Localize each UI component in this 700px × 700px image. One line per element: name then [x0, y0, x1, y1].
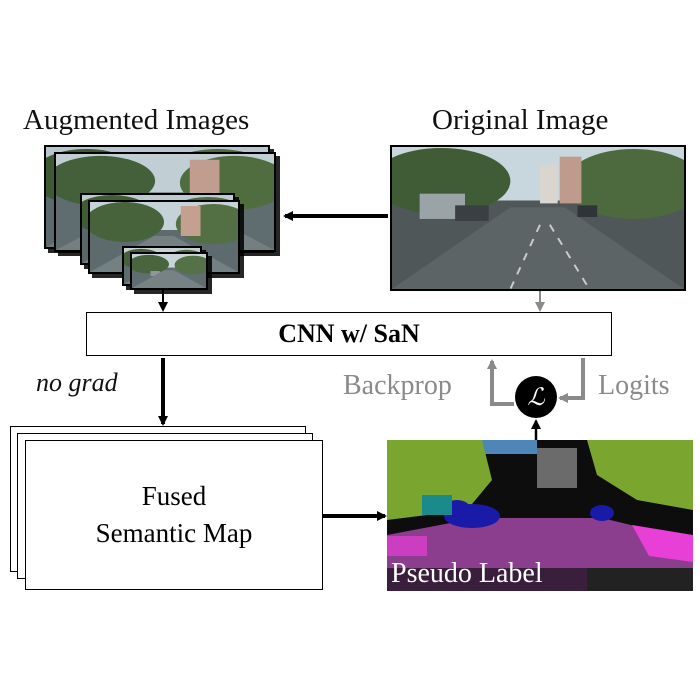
backprop-arrow — [487, 359, 514, 406]
augmented-images-heading: Augmented Images — [23, 104, 250, 136]
logits-arrow — [558, 358, 585, 403]
segmentation-image — [387, 440, 693, 591]
original-image — [390, 145, 686, 291]
augmented-image-5 — [130, 252, 208, 290]
no-grad-label: no grad — [36, 368, 118, 397]
pseudo-label-map: Pseudo Label — [387, 440, 693, 591]
pseudo-label-caption: Pseudo Label — [391, 558, 543, 589]
fused-map-line1: Fused — [141, 481, 207, 511]
logits-label: Logits — [598, 370, 670, 401]
original-image-heading: Original Image — [432, 104, 609, 136]
cnn-label: CNN w/ SaN — [278, 319, 420, 348]
loss-icon: ℒ — [515, 376, 557, 418]
backprop-label: Backprop — [343, 370, 452, 401]
cnn-block: CNN w/ SaN — [86, 312, 612, 356]
fused-semantic-map: Fused Semantic Map — [25, 440, 323, 590]
loss-symbol: ℒ — [527, 384, 545, 411]
fused-map-line2: Semantic Map — [95, 518, 253, 548]
